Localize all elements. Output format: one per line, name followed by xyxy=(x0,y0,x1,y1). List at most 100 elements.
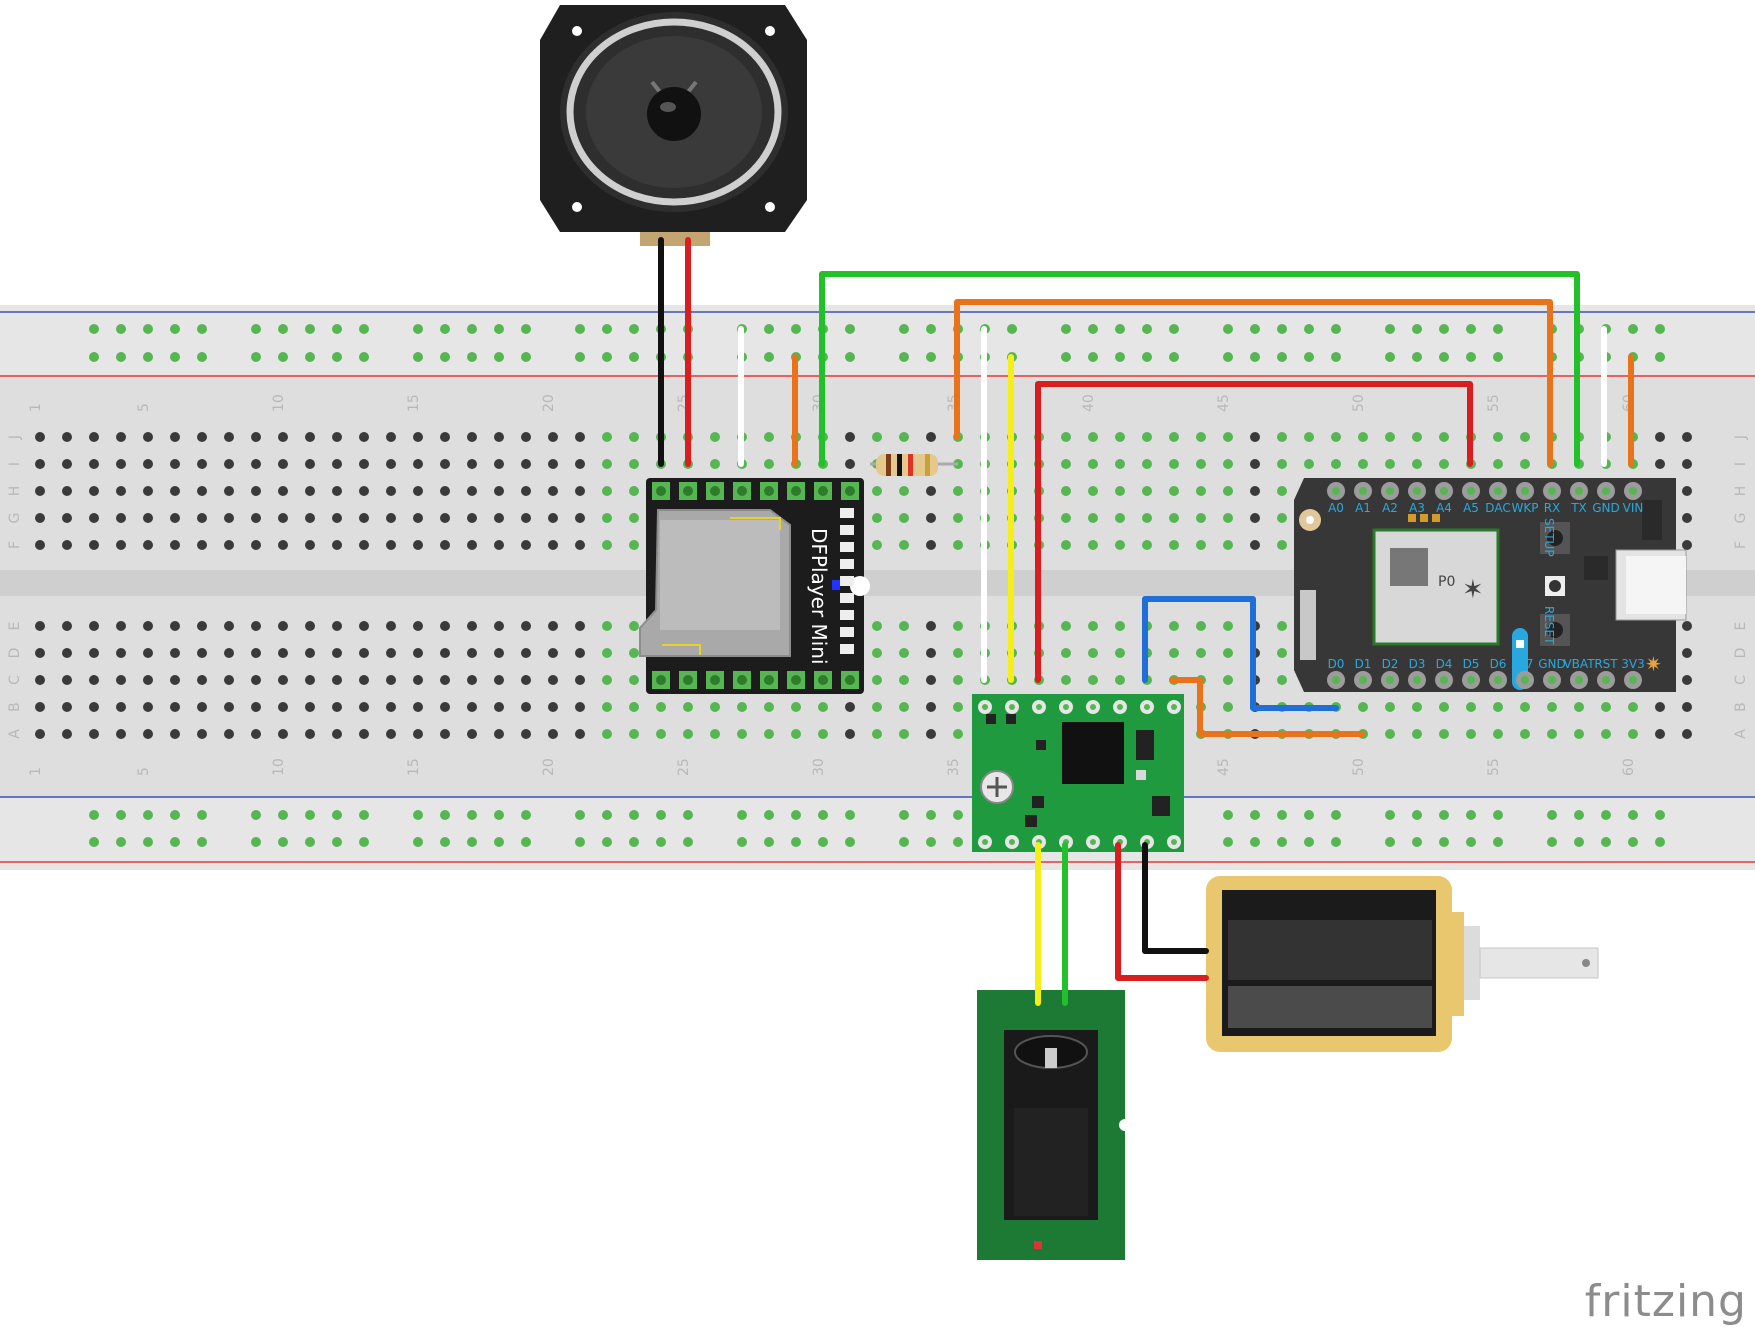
breadboard-hole xyxy=(1196,621,1206,631)
breadboard-hole xyxy=(332,648,342,658)
rail-hole xyxy=(1466,810,1476,820)
rail-hole xyxy=(1250,837,1260,847)
rail-hole xyxy=(1277,352,1287,362)
photon-pin-hole xyxy=(1521,676,1529,684)
dfplayer-pin-hole xyxy=(737,675,747,685)
driver-pin-hole xyxy=(1063,704,1069,710)
dfplayer-pin-hole xyxy=(710,486,720,496)
breadboard-hole xyxy=(332,621,342,631)
breadboard-hole xyxy=(764,432,774,442)
rail-hole xyxy=(1655,810,1665,820)
smd-component xyxy=(986,714,996,724)
status-led xyxy=(832,580,840,590)
breadboard-hole xyxy=(1223,432,1233,442)
breadboard-hole xyxy=(35,702,45,712)
breadboard-hole xyxy=(1088,486,1098,496)
rail-hole xyxy=(791,324,801,334)
breadboard-hole xyxy=(170,702,180,712)
photon-bottom-pin-labels: D0 D1 D2 D3 D4 D5 D6 D7 GND VBAT RST 3V3 xyxy=(1328,657,1645,671)
rail-hole xyxy=(413,352,423,362)
breadboard-hole xyxy=(1088,513,1098,523)
rail-hole xyxy=(575,837,585,847)
row-label: H xyxy=(1733,486,1749,497)
driver-pins xyxy=(978,700,1181,849)
breadboard-hole xyxy=(494,459,504,469)
breadboard-hole xyxy=(35,648,45,658)
sd-card-contact xyxy=(662,644,701,655)
rgb-led-lens xyxy=(1549,580,1561,592)
breadboard-hole xyxy=(521,540,531,550)
speaker-dustcap xyxy=(647,87,701,141)
breadboard-hole xyxy=(467,729,477,739)
breadboard-hole xyxy=(926,675,936,685)
rail-hole xyxy=(845,810,855,820)
pin-label-wkp: WKP xyxy=(1512,501,1539,515)
rail-hole xyxy=(926,324,936,334)
rail-hole xyxy=(683,837,693,847)
breadboard-hole xyxy=(575,621,585,631)
breadboard-hole xyxy=(440,459,450,469)
rail-hole xyxy=(521,352,531,362)
reset-button-cap xyxy=(1547,622,1563,638)
breadboard-hole xyxy=(494,432,504,442)
breadboard-hole xyxy=(251,540,261,550)
breadboard-hole xyxy=(251,729,261,739)
dfplayer-pin-hole xyxy=(845,486,855,496)
breadboard-hole xyxy=(1169,540,1179,550)
breadboard-hole xyxy=(494,486,504,496)
dfplayer-pin-hole xyxy=(710,675,720,685)
breadboard-hole xyxy=(116,729,126,739)
photon-pin-hole xyxy=(1386,676,1394,684)
breadboard-hole xyxy=(62,648,72,658)
rail-hole xyxy=(1466,352,1476,362)
jack-barrel xyxy=(1014,1108,1088,1216)
breadboard-hole xyxy=(575,702,585,712)
breadboard-hole xyxy=(629,540,639,550)
breadboard-hole xyxy=(170,432,180,442)
breadboard-hole xyxy=(197,432,207,442)
breadboard-hole xyxy=(629,729,639,739)
breadboard-hole xyxy=(656,729,666,739)
rail-hole xyxy=(170,810,180,820)
rail-hole xyxy=(1331,810,1341,820)
breadboard-hole xyxy=(1223,621,1233,631)
wire-orange-lower xyxy=(1169,677,1365,737)
breadboard-hole xyxy=(926,540,936,550)
breadboard-hole xyxy=(1250,459,1260,469)
rail-hole xyxy=(1412,324,1422,334)
speaker-highlight xyxy=(660,102,676,112)
breadboard-hole xyxy=(116,702,126,712)
breadboard-hole xyxy=(251,459,261,469)
rail-hole xyxy=(953,837,963,847)
breadboard-hole xyxy=(305,675,315,685)
breadboard-hole xyxy=(224,432,234,442)
breadboard-hole xyxy=(278,459,288,469)
breadboard-hole xyxy=(575,432,585,442)
rail-hole xyxy=(1088,324,1098,334)
pin-label-vbat: VBAT xyxy=(1563,657,1595,671)
breadboard-hole xyxy=(467,486,477,496)
rail-hole xyxy=(1304,324,1314,334)
resistor-body xyxy=(876,454,938,476)
top-power-rail xyxy=(0,305,1755,375)
board-notch xyxy=(850,576,870,596)
column-label-top: 5 xyxy=(136,403,152,412)
rail-hole xyxy=(1547,837,1557,847)
breadboard-hole xyxy=(359,648,369,658)
dfplayer-pin-hole xyxy=(683,486,693,496)
breadboard-hole xyxy=(575,675,585,685)
breadboard-hole xyxy=(926,486,936,496)
dfplayer-side-pad xyxy=(840,610,854,620)
rail-hole xyxy=(1655,352,1665,362)
breadboard-hole xyxy=(1601,702,1611,712)
rail-hole xyxy=(116,810,126,820)
breadboard-hole xyxy=(899,486,909,496)
breadboard-hole xyxy=(89,486,99,496)
breadboard-hole xyxy=(89,702,99,712)
fritzing-logo: fritzing xyxy=(1584,1276,1747,1327)
breadboard-hole xyxy=(548,540,558,550)
row-label: I xyxy=(7,462,23,466)
breadboard-hole xyxy=(845,432,855,442)
row-label: E xyxy=(1733,622,1749,631)
row-label: A xyxy=(1733,729,1749,739)
